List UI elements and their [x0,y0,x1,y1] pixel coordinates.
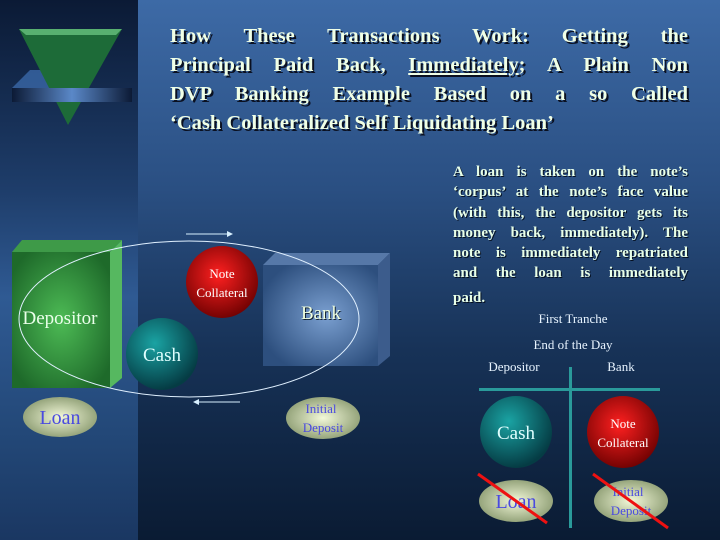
body-line: (with this, the depositor gets its [453,204,688,221]
loan-pill [23,397,97,437]
body-line: paid. [453,289,486,306]
t-account-depositor-label: Depositor [488,359,540,374]
t-account-lines [479,367,660,528]
explanation-text: A loan is taken on the note’s ‘corpus’ a… [453,162,688,308]
title-text: ; A Plain Non [518,54,688,76]
initial-label: Initial [305,401,336,416]
title-line: Principal Paid Back, Immediately; A Plai… [170,51,688,80]
loan-label: Loan [39,407,80,429]
depositor-box [12,240,122,388]
bank-label: Bank [301,303,342,324]
body-line: and the loan is immediately [453,265,688,282]
title-line: DVP Banking Example Based on a so Called [170,83,688,105]
cash-ball-tranche [480,396,552,468]
collateral-label-tranche: Collateral [597,435,649,450]
note-label: Note [209,266,235,281]
title-line: ‘Cash Collateralized Self Liquidating Lo… [170,112,554,134]
title-emphasis: Immediately [408,54,519,76]
flow-cycle-ellipse [18,240,360,398]
inverted-pyramid-logo [12,29,132,125]
initial-deposit-pill [286,397,360,439]
title-line: How These Transactions Work: Getting the [170,25,688,47]
title-text: Principal Paid Back, [170,54,409,76]
body-line: ‘corpus’ at the note’s face value [453,184,688,201]
cash-ball [126,318,198,390]
deposit-label: Deposit [303,420,344,435]
end-of-day-heading: End of the Day [533,337,613,352]
collateral-label: Collateral [196,285,248,300]
note-collateral-ball [186,246,258,318]
strike-loan-icon [477,472,548,525]
body-line: note is immediately repatriated [453,245,688,262]
t-account-bank-label: Bank [607,359,635,374]
cash-label-tranche: Cash [497,423,536,444]
note-collateral-ball-tranche [587,396,659,468]
depositor-label: Depositor [23,308,99,329]
body-line: money back, immediately). The [453,224,688,241]
strike-initial-deposit-icon [592,472,669,530]
deposit-label-tranche: Deposit [611,503,652,518]
first-tranche-heading: First Tranche [539,311,608,326]
slide-title: How These Transactions Work: Getting the… [170,22,688,138]
body-line: A loan is taken on the note’s [453,164,688,180]
note-label-tranche: Note [610,416,636,431]
cash-label: Cash [143,345,182,366]
